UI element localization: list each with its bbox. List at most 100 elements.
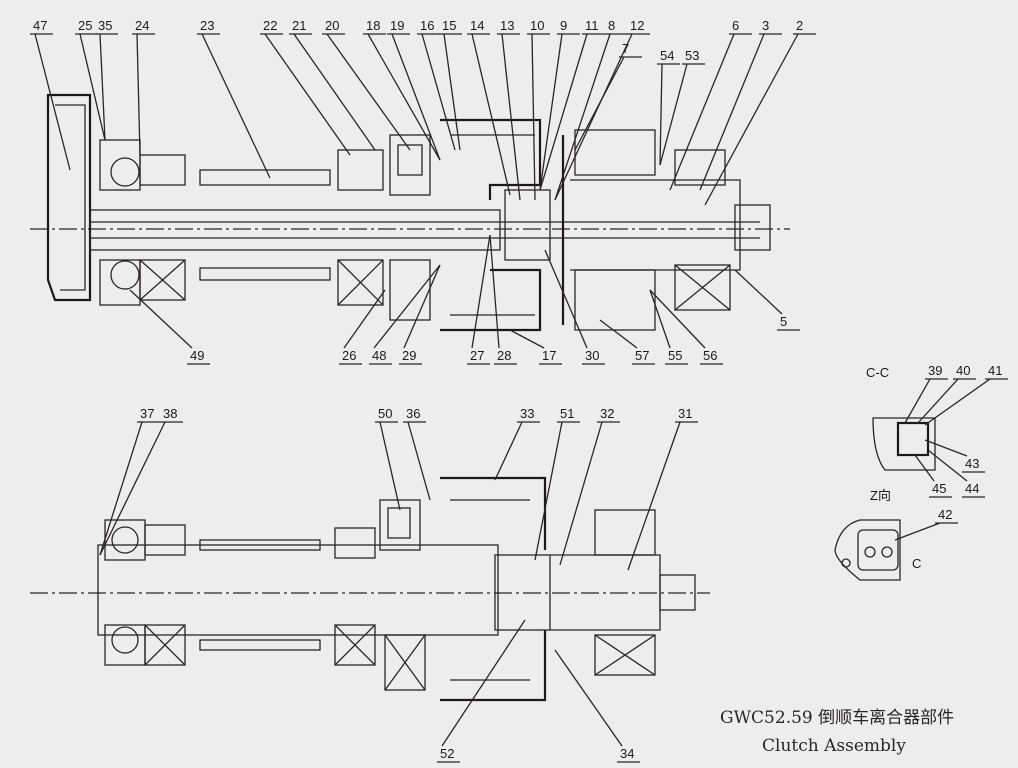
upper-assembly-view (30, 93, 790, 332)
part-label-33: 33 (520, 406, 534, 421)
leader-line (489, 234, 500, 349)
leader-line (904, 378, 931, 424)
leader-line (599, 319, 638, 349)
leader-line (471, 33, 511, 196)
leader-line (367, 33, 441, 161)
part-label-23: 23 (200, 18, 214, 33)
leader-line (699, 33, 765, 191)
part-label-35: 35 (98, 18, 112, 33)
leader-line (509, 329, 545, 349)
leader-line (924, 439, 968, 457)
leader-line (136, 33, 141, 156)
part-label-17: 17 (542, 348, 556, 363)
part-label-21: 21 (292, 18, 306, 33)
part-label-48: 48 (372, 348, 386, 363)
leader-line (927, 449, 968, 482)
part-label-47: 47 (33, 18, 47, 33)
part-label-39: 39 (928, 363, 942, 378)
part-label-40: 40 (956, 363, 970, 378)
leader-line (659, 63, 663, 166)
part-label-28: 28 (497, 348, 511, 363)
part-label-55: 55 (668, 348, 682, 363)
part-label-41: 41 (988, 363, 1002, 378)
part-label-15: 15 (442, 18, 456, 33)
part-label-56: 56 (703, 348, 717, 363)
leader-line (539, 33, 588, 191)
part-label-34: 34 (620, 746, 634, 761)
view-label-direction: Z向 (870, 488, 891, 503)
leader-line (704, 33, 799, 206)
part-label-49: 49 (190, 348, 204, 363)
leader-line (554, 649, 623, 747)
part-label-43: 43 (965, 456, 979, 471)
part-label-16: 16 (420, 18, 434, 33)
leader-line (669, 33, 735, 191)
part-label-42: 42 (938, 507, 952, 522)
leader-line (293, 33, 376, 151)
leader-line (649, 289, 706, 349)
part-label-50: 50 (378, 406, 392, 421)
leader-line (659, 63, 688, 166)
part-label-25: 25 (78, 18, 92, 33)
leader-line (574, 56, 625, 151)
leader-line (99, 33, 106, 141)
leader-line (554, 33, 633, 201)
leader-line (343, 289, 386, 349)
part-label-18: 18 (366, 18, 380, 33)
leader-line (421, 33, 456, 151)
part-label-6: 6 (732, 18, 739, 33)
part-label-9: 9 (560, 18, 567, 33)
part-label-2: 2 (796, 18, 803, 33)
leader-line (924, 378, 991, 426)
part-label-13: 13 (500, 18, 514, 33)
leader-line (914, 454, 935, 482)
part-label-37: 37 (140, 406, 154, 421)
title-chinese: GWC52.59 倒顺车离合器部件 (720, 708, 955, 728)
leader-line (544, 249, 588, 349)
part-label-30: 30 (585, 348, 599, 363)
part-label-32: 32 (600, 406, 614, 421)
leader-line (539, 33, 563, 191)
leader-line (649, 289, 671, 349)
part-label-7: 7 (622, 41, 629, 56)
part-label-45: 45 (932, 481, 946, 496)
part-label-31: 31 (678, 406, 692, 421)
leader-line (559, 421, 603, 566)
part-label-36: 36 (406, 406, 420, 421)
view-label-cut_mark: C (912, 556, 921, 571)
leader-line (443, 33, 461, 151)
leader-line (627, 421, 681, 571)
part-label-53: 53 (685, 48, 699, 63)
leader-line (201, 33, 271, 179)
leader-line (407, 421, 431, 501)
part-label-14: 14 (470, 18, 484, 33)
leader-line (534, 421, 563, 561)
part-label-5: 5 (780, 314, 787, 329)
leader-line (99, 421, 143, 556)
leader-line (501, 33, 521, 201)
leader-line (494, 421, 523, 481)
leader-line (403, 264, 441, 349)
leader-line (554, 33, 611, 201)
leader-line (79, 33, 106, 141)
leader-line (917, 378, 959, 424)
part-label-10: 10 (530, 18, 544, 33)
leader-line (34, 33, 71, 171)
part-label-38: 38 (163, 406, 177, 421)
leader-line (391, 33, 441, 161)
leader-line (326, 33, 411, 151)
leader-line (894, 522, 941, 541)
part-label-26: 26 (342, 348, 356, 363)
view-label-section: C-C (866, 365, 889, 380)
part-label-12: 12 (630, 18, 644, 33)
leader-line (471, 234, 491, 349)
part-label-3: 3 (762, 18, 769, 33)
part-label-52: 52 (440, 746, 454, 761)
leader-line (129, 289, 193, 349)
part-label-22: 22 (263, 18, 277, 33)
leader-line (264, 33, 351, 156)
part-label-8: 8 (608, 18, 615, 33)
